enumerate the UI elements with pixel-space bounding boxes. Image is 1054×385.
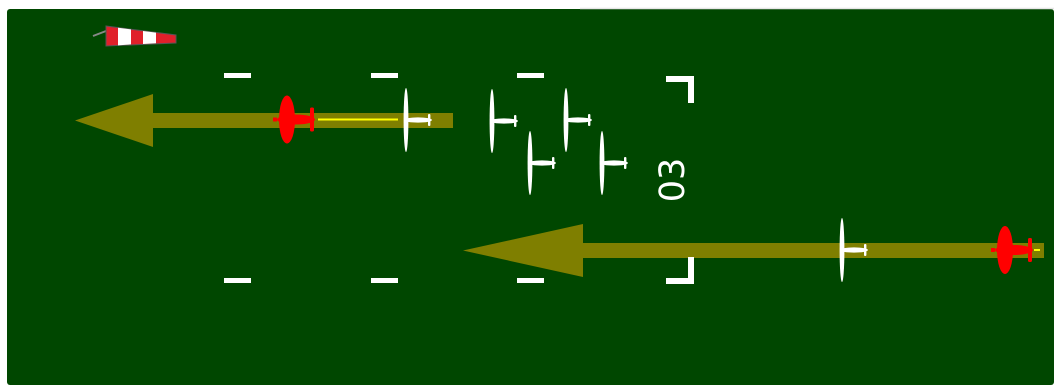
runway-designator: 03 [653,158,693,203]
runway-edge-mark [224,278,251,283]
runway-edge-mark [371,278,398,283]
grass-field [7,9,1054,385]
runway-edge-mark [517,73,544,78]
runway-edge-mark [517,278,544,283]
runway-edge-mark [224,73,251,78]
runway-edge-mark [371,73,398,78]
track-lower [580,243,1044,258]
